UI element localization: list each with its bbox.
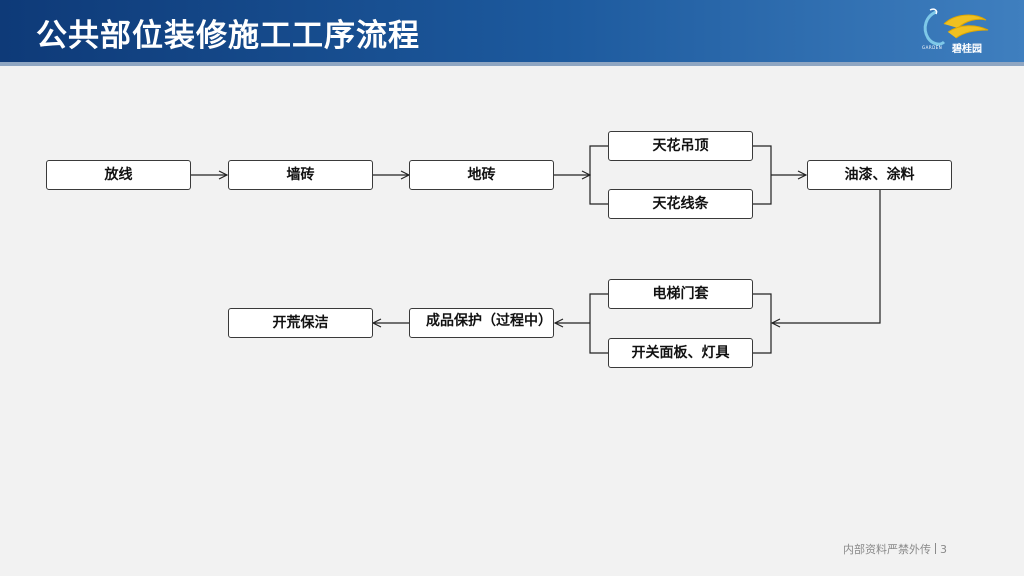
logo-subtext: GARDEN — [922, 45, 943, 50]
step-qiangzhuan: 墙砖 — [228, 160, 373, 190]
header-divider — [0, 62, 1024, 66]
branch-bottom-left — [589, 293, 608, 354]
header-bar — [0, 0, 1024, 62]
branch-top-right — [752, 145, 772, 205]
step-tianhua-diaoding: 天花吊顶 — [608, 131, 753, 161]
slide-footer: 内部资料严禁外传 3 — [843, 541, 947, 557]
country-garden-logo-icon — [923, 8, 989, 46]
step-youqi-tuliao: 油漆、涂料 — [807, 160, 952, 190]
logo-text: 碧桂园 — [952, 44, 982, 55]
step-dianti-mentao: 电梯门套 — [608, 279, 753, 309]
page-number: 3 — [940, 543, 947, 556]
branch-top-left — [589, 145, 608, 205]
step-fangxian: 放线 — [46, 160, 191, 190]
step-tianhua-xiantiao: 天花线条 — [608, 189, 753, 219]
step-kaihuang-baojie: 开荒保洁 — [228, 308, 373, 338]
arrow-youqi-branch — [772, 190, 881, 323]
step-chengpin-baohu: 成品保护（过程中） — [409, 308, 554, 338]
branch-bottom-right — [752, 293, 772, 354]
confidential-notice: 内部资料严禁外传 — [843, 543, 931, 556]
step-kaiguan-mianban: 开关面板、灯具 — [608, 338, 753, 368]
step-dizhuan: 地砖 — [409, 160, 554, 190]
footer-divider — [935, 543, 936, 554]
slide-title: 公共部位装修施工工序流程 — [36, 18, 420, 54]
